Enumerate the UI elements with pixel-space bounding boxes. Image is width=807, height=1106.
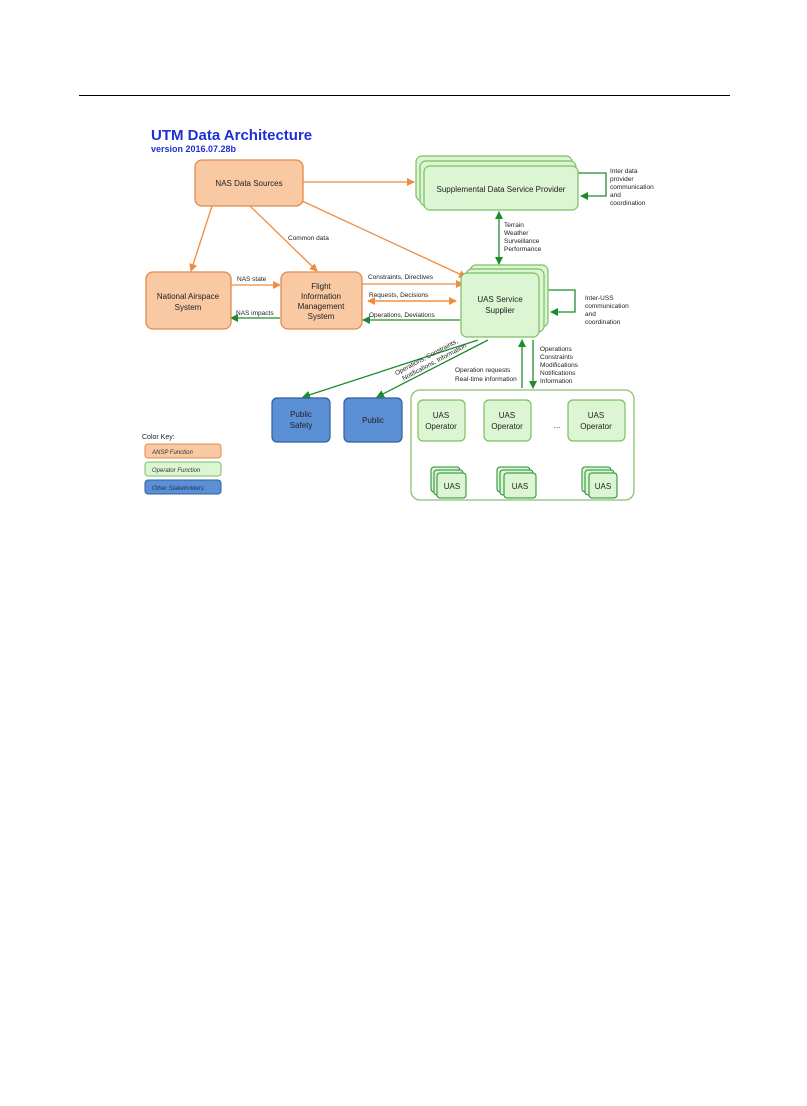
- node-uas-operator-1-line2: Operator: [425, 422, 457, 431]
- svg-text:Operations: Operations: [540, 346, 573, 353]
- label-common-data: Common data: [288, 235, 329, 242]
- node-public-safety-line1: Public: [290, 410, 312, 419]
- node-uas-2[interactable]: UAS: [496, 466, 537, 499]
- node-uas-operator-1-line1: UAS: [433, 411, 449, 420]
- svg-text:Notifications: Notifications: [540, 370, 576, 377]
- svg-text:Terrain: Terrain: [504, 222, 524, 229]
- svg-text:coordination: coordination: [610, 200, 646, 207]
- node-fims-line1: Flight: [311, 282, 331, 291]
- node-fims-line3: Management: [298, 302, 345, 311]
- arrow-nas-to-fims: [249, 205, 318, 272]
- node-uas-operator-2-line2: Operator: [491, 422, 523, 431]
- color-key-title: Color Key:: [142, 434, 175, 441]
- node-uss-line2: Supplier: [485, 306, 515, 315]
- color-key-ansp-label: ANSP Function: [151, 450, 193, 456]
- node-uas-operator-2-line1: UAS: [499, 411, 515, 420]
- page-header-rule: [79, 95, 730, 96]
- node-fims-line4: System: [308, 312, 335, 321]
- arrow-nas-to-uss: [299, 199, 467, 278]
- node-uas-3-label: UAS: [595, 482, 611, 491]
- label-inter-uss: Inter-USS communication and coordination: [585, 295, 629, 326]
- node-public[interactable]: Public: [343, 397, 403, 443]
- node-fims[interactable]: Flight Information Management System: [280, 271, 363, 330]
- node-public-safety[interactable]: Public Safety: [271, 397, 331, 443]
- node-uas-operator-3-line1: UAS: [588, 411, 604, 420]
- svg-text:provider: provider: [610, 176, 634, 183]
- svg-text:Information: Information: [540, 378, 573, 385]
- node-national-airspace-line1: National Airspace: [157, 292, 220, 301]
- color-key-operator-swatch: [144, 461, 222, 477]
- node-uas-1-label: UAS: [444, 482, 460, 491]
- label-operation-requests: Operation requests Real-time information: [455, 367, 517, 383]
- svg-text:Constraints: Constraints: [540, 354, 574, 361]
- svg-text:Inter data: Inter data: [610, 168, 638, 175]
- svg-text:Performance: Performance: [504, 246, 542, 253]
- node-uas-2-label: UAS: [512, 482, 528, 491]
- svg-text:coordination: coordination: [585, 319, 621, 326]
- node-sdsp[interactable]: Supplemental Data Service Provider: [415, 155, 579, 211]
- label-operations-block: Operations Constraints Modifications Not…: [540, 346, 579, 385]
- svg-text:communication: communication: [610, 184, 654, 191]
- arrow-to-public: [376, 339, 489, 398]
- diagram-version: version 2016.07.28b: [151, 144, 237, 154]
- node-uas-operator-1[interactable]: UAS Operator: [417, 399, 466, 442]
- label-requests-decisions: Requests, Decisions: [369, 292, 429, 299]
- color-key-stakeholders-swatch: [144, 479, 222, 495]
- color-key-ansp-swatch: [144, 443, 222, 459]
- node-uas-operator-3-line2: Operator: [580, 422, 612, 431]
- node-national-airspace[interactable]: National Airspace System: [145, 271, 232, 330]
- label-constraints-directives: Constraints, Directives: [368, 274, 434, 281]
- node-uas-1[interactable]: UAS: [430, 466, 467, 499]
- svg-text:and: and: [585, 311, 596, 318]
- svg-text:Surveillance: Surveillance: [504, 238, 540, 245]
- color-key-operator-label: Operator Function: [152, 468, 201, 474]
- node-public-safety-line2: Safety: [290, 421, 313, 430]
- node-public-label: Public: [362, 416, 384, 425]
- inter-uss-loop: [548, 289, 576, 316]
- green-edges: [230, 172, 607, 467]
- node-nas-data-sources[interactable]: NAS Data Sources: [194, 159, 304, 207]
- node-fims-line2: Information: [301, 292, 341, 301]
- arrow-to-public-safety: [302, 339, 479, 399]
- label-inter-data-provider: Inter data provider communication and co…: [610, 168, 654, 207]
- arrow-nas-to-national-airspace: [189, 205, 213, 272]
- operators-ellipsis: ...: [554, 421, 561, 430]
- label-nas-impacts: NAS impacts: [236, 310, 274, 317]
- node-uas-3[interactable]: UAS: [581, 466, 618, 499]
- node-sdsp-label: Supplemental Data Service Provider: [437, 185, 566, 194]
- svg-text:communication: communication: [585, 303, 629, 310]
- svg-text:and: and: [610, 192, 621, 199]
- svg-text:Operation requests: Operation requests: [455, 367, 511, 374]
- color-key-stakeholders-label: Other Stakeholders: [152, 486, 204, 492]
- orange-edges: [189, 178, 467, 305]
- inter-dsp-loop: [578, 172, 607, 200]
- label-operations-deviations: Operations, Deviations: [369, 312, 436, 319]
- svg-text:Modifications: Modifications: [540, 362, 579, 369]
- label-terrain-block: Terrain Weather Surveillance Performance: [504, 222, 542, 253]
- node-nas-data-sources-label: NAS Data Sources: [215, 179, 282, 188]
- node-uas-operator-3[interactable]: UAS Operator: [567, 399, 626, 442]
- color-key: Color Key: ANSP Function Operator Functi…: [142, 434, 222, 495]
- svg-text:Inter-USS: Inter-USS: [585, 295, 614, 302]
- node-uss-line1: UAS Service: [477, 295, 523, 304]
- node-uas-operator-2[interactable]: UAS Operator: [483, 399, 532, 442]
- svg-text:Real-time information: Real-time information: [455, 376, 517, 383]
- svg-text:Weather: Weather: [504, 230, 529, 237]
- diagram-title: UTM Data Architecture: [151, 127, 312, 144]
- label-nas-state: NAS state: [237, 276, 267, 283]
- node-uss[interactable]: UAS Service Supplier: [460, 264, 549, 338]
- node-national-airspace-line2: System: [175, 303, 202, 312]
